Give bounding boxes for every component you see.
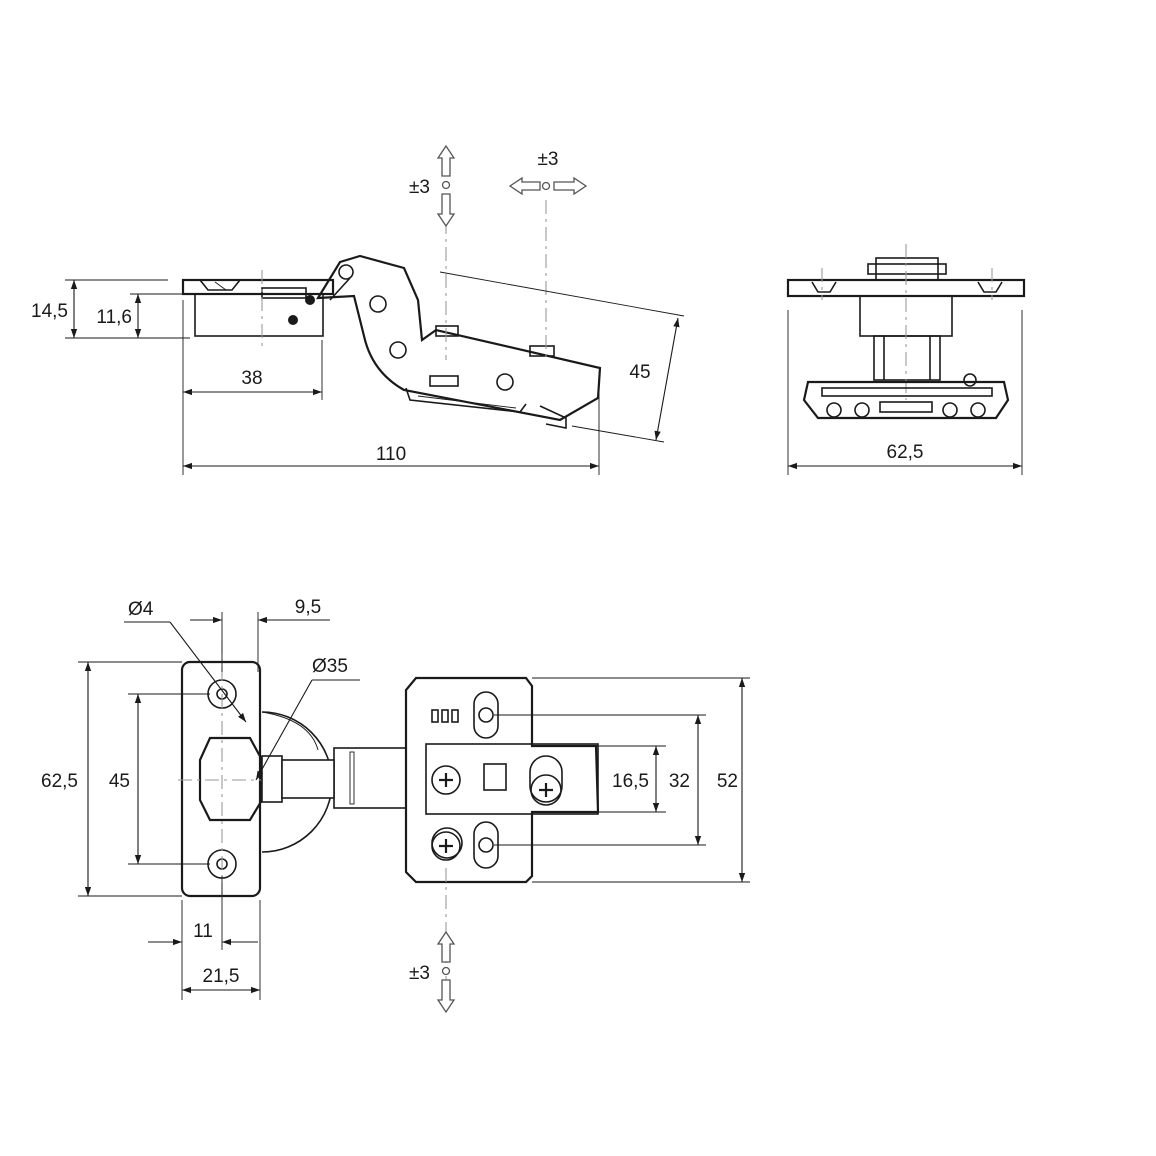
dim-plate-inner-label: 16,5 xyxy=(612,771,649,792)
dim-arm-depth-label: 45 xyxy=(629,362,650,383)
dim-hole-offset-label: 9,5 xyxy=(295,597,321,618)
dim-cup-edge-label: 11 xyxy=(193,921,213,942)
end-view: 62,5 xyxy=(786,244,1026,475)
dim-total-length: 110 xyxy=(183,372,600,475)
dim-end-width: 62,5 xyxy=(787,310,1023,475)
dim-cup-diameter: Ø35 xyxy=(255,656,360,781)
side-cup-block xyxy=(181,270,335,350)
dim-hole-spacing: 45 xyxy=(109,693,210,865)
dim-plate-height-label: 62,5 xyxy=(41,771,78,792)
dim-hole-offset: 9,5 xyxy=(190,597,330,672)
dim-plate-inner: 16,5 xyxy=(562,745,666,813)
dim-cup-edge: 11 xyxy=(148,876,258,1000)
dim-screw-hole: Ø4 xyxy=(124,599,247,723)
dim-overall-height-label: 14,5 xyxy=(31,301,68,322)
phillips-screw-icon xyxy=(529,755,563,806)
adjust-vertical-top: ±3 xyxy=(409,144,456,228)
top-view: Ø4 9,5 Ø35 62,5 45 xyxy=(41,597,750,1014)
adjust-vertical-bottom: ±3 xyxy=(409,930,456,1014)
dim-plate-mid-label: 32 xyxy=(669,771,690,792)
dim-plate-width-label: 21,5 xyxy=(203,966,240,987)
side-view: 14,5 11,6 38 110 45 xyxy=(31,144,685,475)
dim-cup-offset: 38 xyxy=(182,300,323,475)
side-hinge-arm xyxy=(315,254,602,429)
adjust-vertical-bottom-label: ±3 xyxy=(409,963,430,984)
dim-screw-hole-label: Ø4 xyxy=(128,599,154,620)
phillips-screw-icon xyxy=(431,765,461,795)
dim-plate-outer: 52 xyxy=(532,677,750,883)
adjust-horizontal-top-label: ±3 xyxy=(538,149,559,170)
dim-arm-depth: 45 xyxy=(439,271,685,443)
dim-plate-width: 21,5 xyxy=(182,900,261,1000)
dim-hole-spacing-label: 45 xyxy=(109,771,130,792)
adjust-up-down-arrow-icon xyxy=(436,144,456,177)
phillips-screw-icon xyxy=(431,827,463,861)
adjust-left-right-arrow-icon xyxy=(508,176,541,196)
dim-cup-diameter-label: Ø35 xyxy=(312,656,348,677)
dim-arm-height: 11,6 xyxy=(96,293,195,338)
dim-overall-height: 14,5 xyxy=(31,279,190,339)
dim-cup-offset-label: 38 xyxy=(241,368,262,389)
dim-plate-height: 62,5 xyxy=(41,661,182,897)
dim-plate-outer-label: 52 xyxy=(717,771,738,792)
dim-total-length-label: 110 xyxy=(376,444,406,465)
dim-plate-mid: 32 xyxy=(494,714,706,846)
dim-arm-height-label: 11,6 xyxy=(96,307,132,328)
dim-end-width-label: 62,5 xyxy=(887,442,924,463)
adjust-horizontal-top: ±3 xyxy=(508,149,588,196)
adjust-up-down-arrow-icon xyxy=(436,930,456,963)
adjust-vertical-top-label: ±3 xyxy=(409,177,430,198)
